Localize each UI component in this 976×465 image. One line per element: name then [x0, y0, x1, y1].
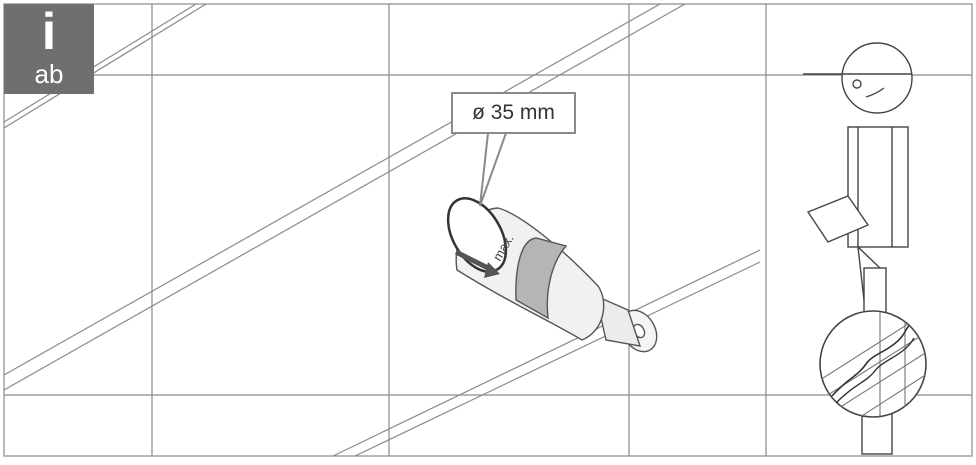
diameter-label: ø 35 mm [472, 101, 555, 124]
core-drill-bit [446, 197, 658, 353]
mouth [865, 87, 885, 98]
drill-neck [595, 294, 642, 347]
info-badge: i ab [4, 4, 94, 94]
diagonal-line [332, 249, 761, 457]
callout-pointer [479, 132, 508, 207]
head [841, 42, 913, 114]
info-icon: i [41, 3, 57, 61]
frame [3, 3, 973, 457]
eye [852, 79, 862, 89]
depth-arrow [454, 249, 500, 278]
max-depth-band [515, 237, 568, 320]
tile-grid [3, 3, 973, 457]
cracked-tile-magnifier-icon [819, 310, 927, 418]
surface-lines [3, 3, 761, 457]
diagonal-line [3, 3, 686, 391]
info-badge-text: ab [34, 59, 64, 89]
diameter-callout: ø 35 mm [451, 92, 576, 134]
arm [806, 195, 870, 243]
diagonal-line [3, 3, 207, 129]
inspector-figure-icon [803, 42, 913, 455]
